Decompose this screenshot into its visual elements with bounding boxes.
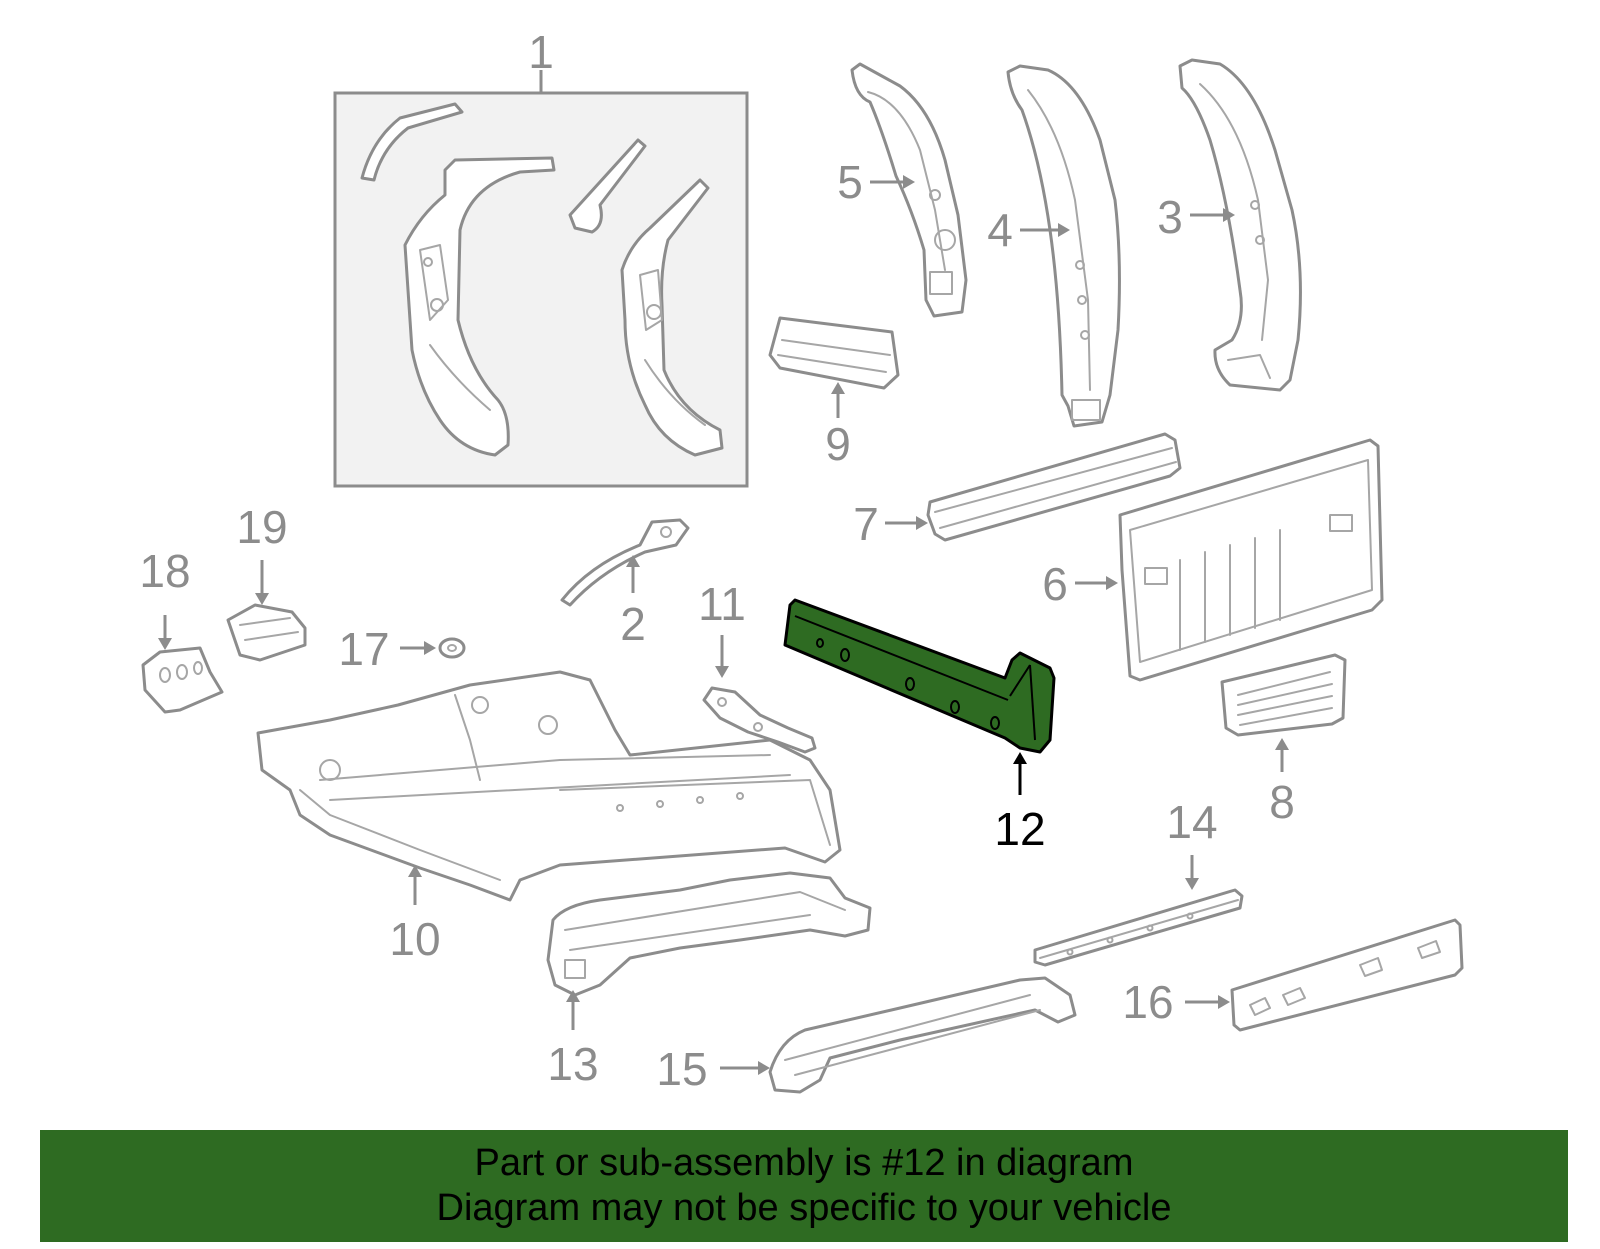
part-8[interactable] [1220, 653, 1347, 737]
callout-15: 15 [656, 1043, 707, 1095]
callout-18: 18 [139, 545, 190, 597]
part-11[interactable] [702, 686, 817, 754]
info-banner: Part or sub-assembly is #12 in diagram D… [40, 1130, 1568, 1242]
callout-5: 5 [837, 156, 863, 208]
callout-19: 19 [236, 501, 287, 553]
part-2[interactable] [560, 518, 690, 607]
callout-11: 11 [698, 578, 746, 630]
callout-8: 8 [1269, 776, 1295, 828]
part-1-assembly[interactable] [333, 91, 749, 488]
callout-17: 17 [338, 623, 389, 675]
callout-1: 1 [528, 26, 554, 78]
part-19[interactable] [226, 603, 307, 662]
banner-line-1: Part or sub-assembly is #12 in diagram [474, 1142, 1134, 1184]
part-7[interactable] [926, 432, 1182, 542]
banner-line-2: Diagram may not be specific to your vehi… [436, 1187, 1172, 1229]
callout-6: 6 [1042, 558, 1068, 610]
part-18[interactable] [141, 646, 224, 714]
callout-4: 4 [987, 204, 1013, 256]
callout-12: 12 [994, 803, 1045, 855]
callout-10: 10 [389, 913, 440, 965]
callout-9: 9 [825, 418, 851, 470]
part-10[interactable] [256, 670, 842, 902]
part-16[interactable] [1230, 918, 1464, 1032]
part-13[interactable] [546, 871, 872, 997]
part-5[interactable] [850, 62, 968, 318]
callout-16: 16 [1122, 976, 1173, 1028]
part-14[interactable] [1033, 888, 1244, 967]
part-4[interactable] [1006, 64, 1121, 428]
callout-14: 14 [1166, 796, 1217, 848]
callout-7: 7 [853, 498, 879, 550]
callout-2: 2 [620, 598, 646, 650]
part-6[interactable] [1118, 438, 1384, 682]
callout-3: 3 [1157, 191, 1183, 243]
part-9[interactable] [768, 316, 900, 390]
part-3[interactable] [1178, 58, 1302, 392]
part-17[interactable] [438, 637, 466, 659]
part-12-highlighted[interactable] [783, 598, 1056, 754]
part-15[interactable] [768, 976, 1077, 1094]
parts-diagram: 1 5 4 3 9 7 6 19 18 17 2 11 12 8 10 14 1… [139, 26, 1464, 1095]
callout-13: 13 [547, 1038, 598, 1090]
